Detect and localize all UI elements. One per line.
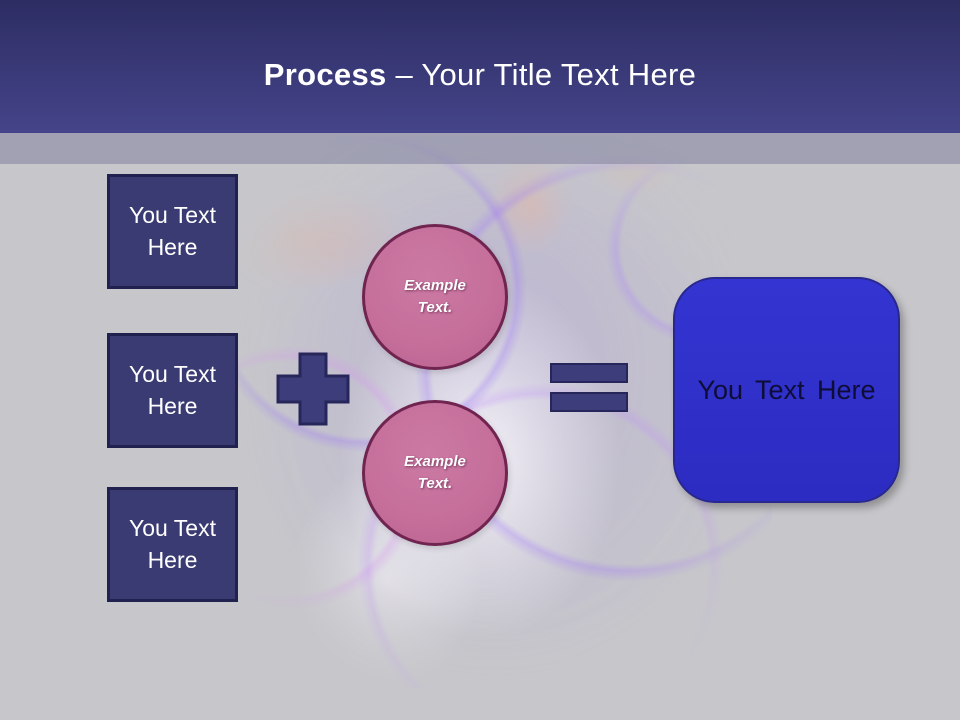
input-box-2-label: You Text Here bbox=[129, 361, 216, 419]
example-circle-1-label: Example Text. bbox=[404, 276, 466, 317]
input-box-2: You Text Here bbox=[107, 333, 238, 448]
equals-icon bbox=[550, 363, 628, 412]
plus-icon bbox=[276, 352, 350, 426]
result-box: You Text Here bbox=[673, 277, 900, 503]
example-circle-2-label: Example Text. bbox=[404, 452, 466, 493]
slide-title-rest: – Your Title Text Here bbox=[395, 56, 697, 92]
input-box-3: You Text Here bbox=[107, 487, 238, 602]
slide-title-keyword: Process bbox=[263, 56, 387, 92]
result-box-label: You Text Here bbox=[697, 374, 876, 405]
example-circle-1: Example Text. bbox=[362, 224, 508, 370]
slide-title: Process – Your Title Text Here bbox=[264, 57, 696, 93]
example-circle-2: Example Text. bbox=[362, 400, 508, 546]
input-box-1: You Text Here bbox=[107, 174, 238, 289]
input-box-3-label: You Text Here bbox=[129, 515, 216, 573]
accent-band bbox=[0, 133, 960, 164]
equals-bar-top bbox=[550, 363, 628, 383]
title-bar: Process – Your Title Text Here bbox=[0, 0, 960, 133]
input-box-1-label: You Text Here bbox=[129, 202, 216, 260]
equals-bar-bottom bbox=[550, 392, 628, 412]
